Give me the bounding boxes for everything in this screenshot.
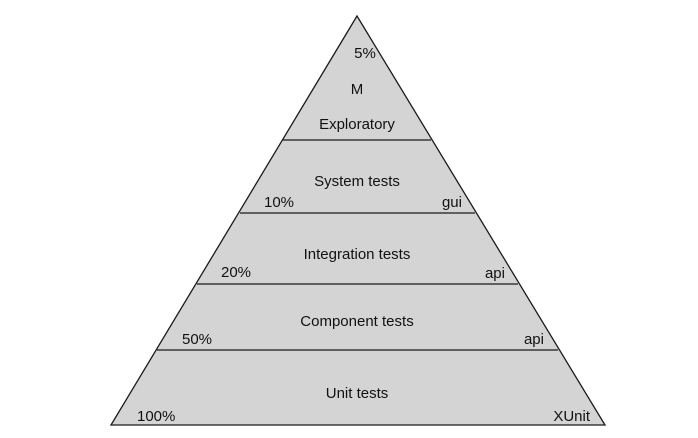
component-tests-percent: 50% bbox=[182, 331, 212, 348]
layer-integration-tests: Integration tests 20% api bbox=[221, 246, 505, 282]
layer-unit-tests: Unit tests 100% XUnit bbox=[137, 385, 591, 425]
exploratory-label: Exploratory bbox=[319, 116, 395, 133]
integration-tests-percent: 20% bbox=[221, 264, 251, 281]
component-tests-label: Component tests bbox=[300, 313, 413, 330]
layer-component-tests: Component tests 50% api bbox=[182, 313, 544, 348]
component-tests-tool: api bbox=[524, 331, 544, 348]
exploratory-tool: M bbox=[351, 81, 364, 98]
exploratory-percent: 5% bbox=[354, 45, 376, 62]
system-tests-tool: gui bbox=[442, 194, 462, 211]
system-tests-label: System tests bbox=[314, 173, 400, 190]
system-tests-percent: 10% bbox=[264, 194, 294, 211]
unit-tests-label: Unit tests bbox=[326, 385, 389, 402]
integration-tests-tool: api bbox=[485, 265, 505, 282]
layer-system-tests: System tests 10% gui bbox=[264, 173, 462, 211]
pyramid-shape bbox=[109, 14, 607, 426]
unit-tests-percent: 100% bbox=[137, 408, 175, 425]
layer-exploratory: 5% M Exploratory bbox=[319, 45, 395, 133]
unit-tests-tool: XUnit bbox=[553, 408, 591, 425]
integration-tests-label: Integration tests bbox=[304, 246, 411, 263]
